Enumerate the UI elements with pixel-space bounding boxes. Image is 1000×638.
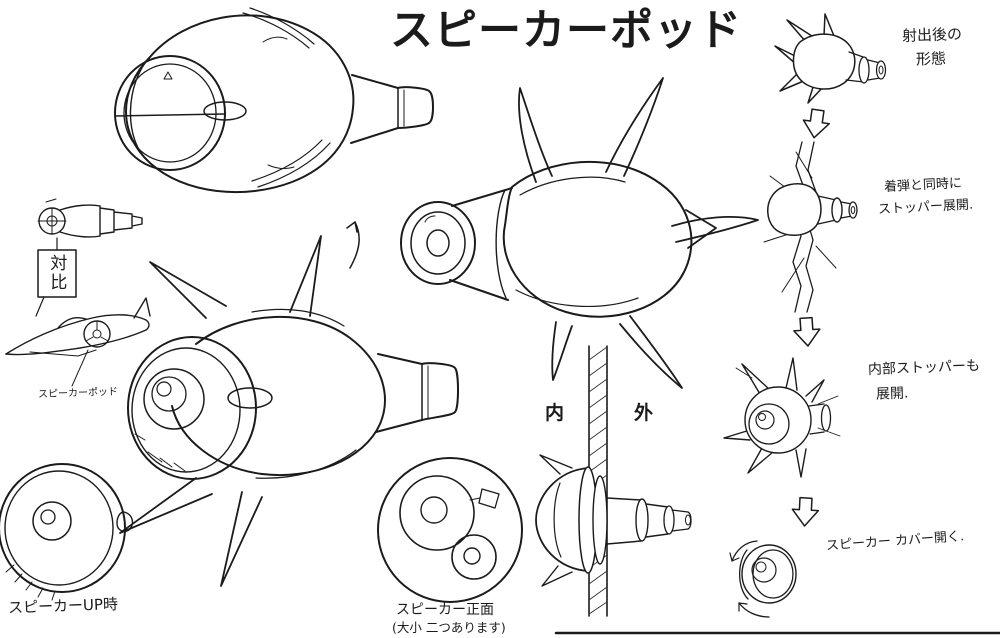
comparison-label: 対比 <box>46 254 67 292</box>
page-title: スピーカーポッド <box>390 6 742 56</box>
seq1-caption-line1: 射出後の <box>901 24 963 46</box>
seq-ejected-figure <box>774 13 887 104</box>
speaker-front-label: スピーカー正面 <box>396 602 494 618</box>
pod-stoppers-deployed-view <box>119 221 459 587</box>
wall-cross-section-figure <box>535 345 692 617</box>
pod-fins-deployed-view <box>400 77 759 389</box>
seq-impact-figure <box>763 141 858 313</box>
speaker-front-figure <box>377 457 523 603</box>
pod-closed-side-view <box>114 7 434 194</box>
speaker-up-label: スピーカーUP時 <box>7 595 119 617</box>
speaker-closeup-figure <box>0 463 134 601</box>
pod-small-profile-sketch <box>37 198 143 238</box>
seq1-caption-line2: 形態 <box>915 49 947 69</box>
seq-internal-stopper-figure <box>723 357 841 478</box>
seq-cover-open-figure <box>729 540 797 618</box>
speaker-front-note: (大小 二つあります) <box>392 620 506 635</box>
comparison-box <box>35 237 77 317</box>
seq3-caption-line2: 展開. <box>875 385 909 403</box>
down-arrow-icon <box>793 316 821 347</box>
wall-outside-label: 外 <box>634 402 654 424</box>
down-arrow-icon <box>791 496 820 527</box>
down-arrow-icon <box>802 108 830 139</box>
wall-inside-label: 内 <box>545 402 565 424</box>
fighter-plane-sketch <box>5 297 151 387</box>
